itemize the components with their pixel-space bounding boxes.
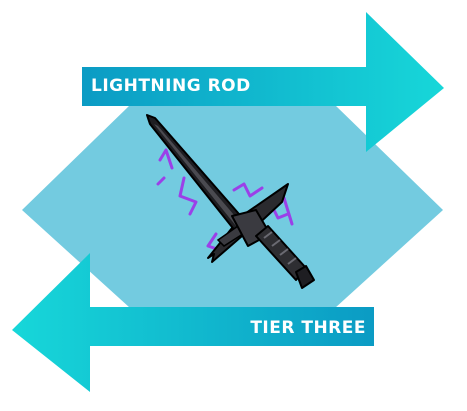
bottom-arrow bbox=[12, 253, 374, 392]
top-arrow bbox=[82, 12, 444, 152]
item-tier-label: TIER THREE bbox=[250, 318, 366, 338]
lightning-sword-icon bbox=[146, 114, 315, 289]
item-name-label: LIGHTNING ROD bbox=[91, 76, 251, 96]
